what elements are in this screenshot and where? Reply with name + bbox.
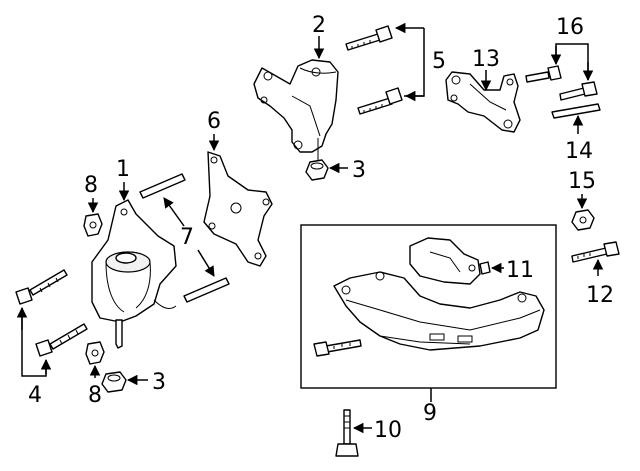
- long-bolt-upper: [345, 25, 393, 51]
- callout-5: 5: [432, 49, 446, 74]
- callout-3-upper: 3: [352, 158, 366, 183]
- bolt-right: [571, 241, 620, 263]
- plate-bracket: [203, 151, 273, 267]
- callout-1: 1: [116, 157, 130, 182]
- vertical-bolt: [335, 409, 359, 457]
- callout-9: 9: [423, 401, 437, 426]
- callout-7: 7: [180, 225, 194, 250]
- callout-15: 15: [568, 169, 596, 194]
- upper-mount-bracket: [253, 59, 339, 162]
- callout-12: 12: [586, 283, 614, 308]
- nut-left-lower: [85, 341, 105, 365]
- callout-16: 16: [556, 15, 584, 40]
- callout-2: 2: [312, 13, 326, 38]
- callout-6: 6: [207, 109, 221, 134]
- pin-lower: [183, 277, 230, 303]
- short-bolt-right: [559, 81, 598, 101]
- callout-14: 14: [565, 139, 593, 164]
- crossmember-bolt: [313, 339, 362, 357]
- callout-3-lower: 3: [152, 370, 166, 395]
- pin-upper: [139, 173, 186, 199]
- alignment-pin: [551, 103, 601, 119]
- engine-mount: [91, 199, 177, 349]
- callout-13: 13: [472, 47, 500, 72]
- bolt-left-lower: [35, 323, 88, 357]
- callout-10: 10: [374, 418, 402, 443]
- callout-11: 11: [506, 258, 534, 283]
- callout-8-upper: 8: [84, 173, 98, 198]
- crossmember-group-box: [300, 224, 557, 389]
- short-bolt-left: [525, 65, 562, 83]
- flange-nut-upper: [305, 159, 329, 181]
- nut-left-upper: [83, 213, 103, 237]
- callout-4: 4: [28, 383, 42, 408]
- bolt-left-upper: [15, 269, 68, 305]
- long-bolt-lower: [357, 87, 403, 115]
- crossmember: [333, 271, 545, 351]
- callout-8-lower: 8: [88, 383, 102, 408]
- insulator: [409, 237, 491, 285]
- transmission-bracket: [445, 71, 521, 133]
- flange-nut-right: [571, 209, 595, 231]
- flange-nut-lower: [101, 371, 127, 393]
